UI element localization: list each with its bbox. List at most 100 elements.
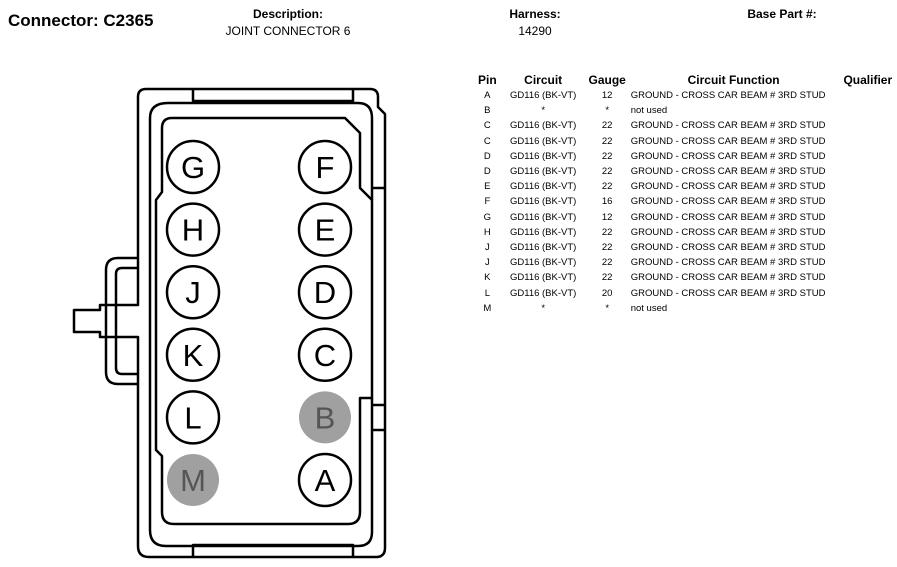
cell-pin: D	[483, 150, 491, 162]
cell-circuit-function: not used	[630, 302, 668, 314]
base-part-block: Base Part #:	[722, 7, 842, 24]
cell-circuit: GD116 (BK-VT)	[509, 196, 577, 208]
cell-circuit-function: GROUND - CROSS CAR BEAM # 3RD STUD	[630, 166, 826, 178]
cell-qualifier	[839, 225, 897, 240]
pin-circle	[297, 139, 353, 195]
housing-inner-wall	[148, 101, 374, 548]
cell-qualifier	[839, 149, 897, 164]
header-qualifier: Qualifier	[843, 73, 893, 87]
cell-pin: A	[484, 90, 491, 101]
pin-circle	[297, 202, 353, 257]
pin-label: M	[180, 463, 206, 498]
cell-gauge: *	[605, 302, 610, 314]
cell-qualifier	[839, 270, 897, 285]
cell-circuit: GD116 (BK-VT)	[509, 166, 577, 178]
cell-gauge: 22	[601, 242, 613, 254]
cell-gauge: 22	[601, 257, 613, 269]
pin-table: Pin Circuit Gauge Circuit Function Quali…	[474, 72, 897, 316]
table-row: M * * not used	[474, 301, 897, 316]
housing-left-latch-inner	[114, 266, 138, 376]
cell-gauge: 20	[601, 287, 613, 299]
cell-qualifier	[839, 286, 897, 301]
cell-circuit: GD116 (BK-VT)	[509, 272, 577, 284]
cell-qualifier	[839, 210, 897, 225]
cell-pin: H	[483, 226, 491, 238]
cell-gauge: 12	[601, 90, 613, 101]
cell-pin: C	[483, 135, 491, 147]
cell-gauge: 22	[601, 120, 613, 132]
cell-circuit-function: GROUND - CROSS CAR BEAM # 3RD STUD	[630, 257, 826, 269]
housing-right-key-lower	[372, 403, 385, 432]
cell-circuit: GD116 (BK-VT)	[509, 150, 577, 162]
pin-label: H	[182, 213, 204, 248]
pin-f: F	[297, 139, 353, 195]
cell-qualifier	[839, 103, 897, 118]
table-row: B**not used	[474, 103, 897, 118]
cell-circuit-function: GROUND - CROSS CAR BEAM # 3RD STUD	[630, 181, 826, 193]
cell-gauge: 22	[601, 150, 613, 162]
cell-circuit-function: GROUND - CROSS CAR BEAM # 3RD STUD	[630, 287, 826, 299]
pin-label: E	[315, 213, 336, 248]
pin-circle	[297, 264, 353, 320]
pin-circle	[165, 139, 221, 195]
cell-gauge: *	[605, 105, 610, 117]
pin-l: L	[165, 390, 221, 445]
cell-gauge: 22	[601, 135, 613, 147]
cell-qualifier	[839, 179, 897, 194]
table-row: D GD116 (BK-VT) 22 GROUND - CROSS CAR BEAM …	[474, 149, 897, 164]
pin-label: C	[314, 338, 336, 373]
pin-circle	[297, 452, 353, 508]
cell-gauge: 22	[601, 272, 613, 284]
cell-qualifier	[839, 88, 897, 103]
pin-label: A	[315, 463, 336, 498]
cell-circuit: GD116 (BK-VT)	[509, 120, 577, 132]
cell-pin: M	[483, 302, 492, 314]
unused-pin-circle	[299, 391, 351, 444]
pin-circle	[165, 264, 221, 320]
pin-j: J	[165, 264, 221, 320]
cell-qualifier	[839, 118, 897, 133]
pin-label: K	[183, 338, 204, 373]
cell-circuit: GD116 (BK-VT)	[509, 257, 577, 269]
cell-circuit: GD116 (BK-VT)	[509, 242, 577, 254]
cell-gauge: 12	[601, 211, 613, 223]
cell-pin: B	[484, 105, 491, 117]
cell-circuit-function: GROUND - CROSS CAR BEAM # 3RD STUD	[630, 242, 826, 254]
pin-d: D	[297, 264, 353, 320]
cell-pin: D	[483, 166, 491, 178]
cell-circuit: *	[541, 302, 546, 314]
cell-gauge: 22	[601, 226, 613, 238]
cell-qualifier	[839, 194, 897, 209]
cell-pin: L	[484, 287, 490, 299]
pin-label: D	[314, 275, 336, 310]
harness-value: 14290	[518, 24, 552, 38]
pin-circle	[165, 202, 221, 257]
pin-g: G	[165, 139, 221, 195]
cell-qualifier	[839, 301, 897, 316]
housing-left-latch	[104, 256, 138, 386]
cell-gauge: 16	[601, 196, 613, 208]
description-value: JOINT CONNECTOR 6	[225, 24, 351, 38]
pin-label: J	[185, 275, 201, 310]
harness-block: Harness: 14290	[475, 7, 595, 38]
cell-circuit: GD116 (BK-VT)	[509, 226, 577, 238]
cell-circuit-function: GROUND - CROSS CAR BEAM # 3RD STUD	[630, 150, 826, 162]
cell-pin: J	[484, 257, 490, 269]
cell-pin: K	[484, 272, 491, 284]
cell-pin: G	[483, 211, 492, 223]
table-row: J GD116 (BK-VT) 22 GROUND - CROSS CAR BEAM …	[474, 255, 897, 270]
cell-circuit: GD116 (BK-VT)	[509, 211, 577, 223]
pin-h: H	[165, 202, 221, 257]
cell-qualifier	[839, 134, 897, 149]
pin-label: L	[184, 400, 201, 435]
header-gauge: Gauge	[588, 73, 626, 87]
